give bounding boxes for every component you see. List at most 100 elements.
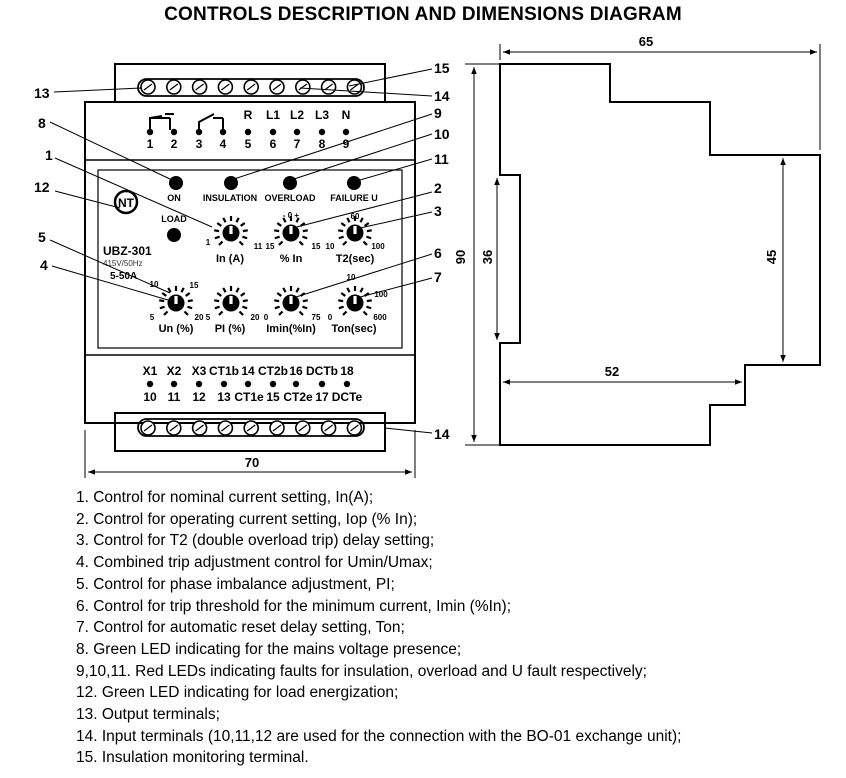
description-item: 9,10,11. Red LEDs indicating faults for …	[76, 662, 647, 680]
knob-ip-icon[interactable]	[274, 216, 308, 246]
terminal-letter: L1	[266, 108, 280, 122]
knob-in-label[interactable]: In (A)	[216, 253, 244, 265]
description-item: 12. Green LED indicating for load energi…	[76, 684, 399, 702]
terminal-dot	[343, 380, 351, 388]
terminal-dot	[269, 380, 277, 388]
terminal-dot	[195, 128, 203, 136]
knob-ip-min: 15	[266, 242, 275, 251]
bottom-terminal-block	[114, 412, 386, 452]
description-item: 5. Control for phase imbalance adjustmen…	[76, 575, 395, 593]
terminal-dot	[293, 128, 301, 136]
knob-ton-icon[interactable]	[338, 286, 372, 316]
relay-contacts-icon	[149, 113, 224, 130]
knob-t2-label[interactable]: T2(sec)	[336, 253, 375, 265]
led-insulation	[224, 176, 238, 190]
knob-pi-icon[interactable]	[214, 286, 248, 316]
knob-un-top: 10	[150, 280, 159, 289]
knob-un-label[interactable]: Un (%)	[159, 323, 194, 335]
knob-ton-max: 600	[373, 313, 387, 322]
terminal-number: 6	[270, 137, 277, 151]
callout-9: 9	[434, 105, 442, 121]
callout-14-top: 14	[434, 88, 450, 104]
callout-10: 10	[434, 126, 450, 142]
bottom-terminal-label: X2	[167, 364, 182, 378]
dim-height-label: 90	[453, 250, 468, 264]
device-rating: 415V/50Hz	[103, 259, 143, 268]
callout-12: 12	[34, 179, 50, 195]
manufacturer-logo-icon: NT	[113, 189, 139, 215]
led-failure-label: FAILURE U	[330, 193, 378, 203]
knob-t2-top: 60	[351, 212, 360, 221]
terminal-dot	[244, 380, 252, 388]
terminal-dot	[195, 380, 203, 388]
bottom-terminal-label: 18	[340, 364, 354, 378]
terminal-letter: R	[244, 108, 253, 122]
knob-ip-top: - 0 +	[283, 211, 300, 220]
terminal-letter: L2	[290, 108, 304, 122]
callout-15: 15	[434, 60, 450, 76]
knob-t2-min: 10	[326, 242, 335, 251]
knob-imin-label[interactable]: Imin(%In)	[266, 323, 316, 335]
device-model: UBZ-301	[103, 244, 152, 258]
svg-text:NT: NT	[118, 196, 135, 210]
bottom-terminal-label: X1	[143, 364, 158, 378]
dim-front-width-label: 70	[245, 455, 259, 470]
led-on	[169, 176, 183, 190]
bottom-terminal-label: 14	[241, 364, 255, 378]
dim-base-depth-label: 52	[605, 364, 619, 379]
knob-in-icon[interactable]	[214, 216, 248, 246]
top-screws	[140, 79, 363, 95]
controls-description-list: 1. Control for nominal current setting, …	[76, 487, 681, 769]
callout-7: 7	[434, 269, 442, 285]
callout-2: 2	[434, 180, 442, 196]
bottom-terminal-label: 11	[168, 390, 181, 404]
knob-imin-icon[interactable]	[274, 286, 308, 316]
callout-6: 6	[434, 245, 442, 261]
knob-ton-right: 100	[374, 290, 388, 299]
terminal-dot	[318, 380, 326, 388]
led-failure	[347, 176, 361, 190]
terminal-dot	[170, 128, 178, 136]
knob-un-max: 20	[195, 313, 204, 322]
knob-ton-min: 0	[328, 313, 333, 322]
bottom-terminal-label: 15	[266, 390, 280, 404]
terminal-dot	[170, 380, 178, 388]
knob-imin-min: 0	[264, 313, 269, 322]
knob-pi-label[interactable]: PI (%)	[215, 323, 246, 335]
terminal-number: 8	[319, 137, 326, 151]
knobs	[159, 216, 372, 316]
bottom-terminal-label: CT2b	[258, 364, 288, 378]
knob-pi-min: 5	[206, 313, 211, 322]
bottom-terminal-label: DCTb	[306, 364, 338, 378]
terminal-number: 3	[196, 137, 203, 151]
bottom-terminal-label: 16	[289, 364, 303, 378]
knob-ip-label[interactable]: % In	[280, 253, 303, 265]
dim-front-width	[84, 430, 416, 478]
dim-inner-height-label: 36	[480, 250, 495, 264]
callout-3: 3	[434, 203, 442, 219]
terminal-number: 4	[220, 137, 227, 151]
knob-un-icon[interactable]	[159, 286, 193, 316]
leds	[167, 176, 361, 242]
knob-ton-top: 10	[347, 273, 356, 282]
description-item: 6. Control for trip threshold for the mi…	[76, 597, 512, 615]
callout-4: 4	[40, 257, 48, 273]
bottom-terminal-label: 10	[143, 390, 157, 404]
terminal-number: 5	[245, 137, 252, 151]
knob-imin-max: 75	[312, 313, 321, 322]
knob-t2-icon[interactable]	[338, 216, 372, 246]
description-item: 15. Insulation monitoring terminal.	[76, 749, 309, 767]
terminal-number: 7	[294, 137, 301, 151]
description-item: 7. Control for automatic reset delay set…	[76, 619, 405, 637]
knob-in-max: 11	[254, 242, 263, 251]
terminal-letter: N	[342, 108, 351, 122]
bottom-terminal-label: 13	[217, 390, 231, 404]
terminal-dot	[219, 128, 227, 136]
terminal-dot	[146, 380, 154, 388]
knob-ton-label[interactable]: Ton(sec)	[331, 323, 376, 335]
diagram-title: CONTROLS DESCRIPTION AND DIMENSIONS DIAG…	[164, 4, 682, 25]
led-insulation-label: INSULATION	[203, 193, 257, 203]
